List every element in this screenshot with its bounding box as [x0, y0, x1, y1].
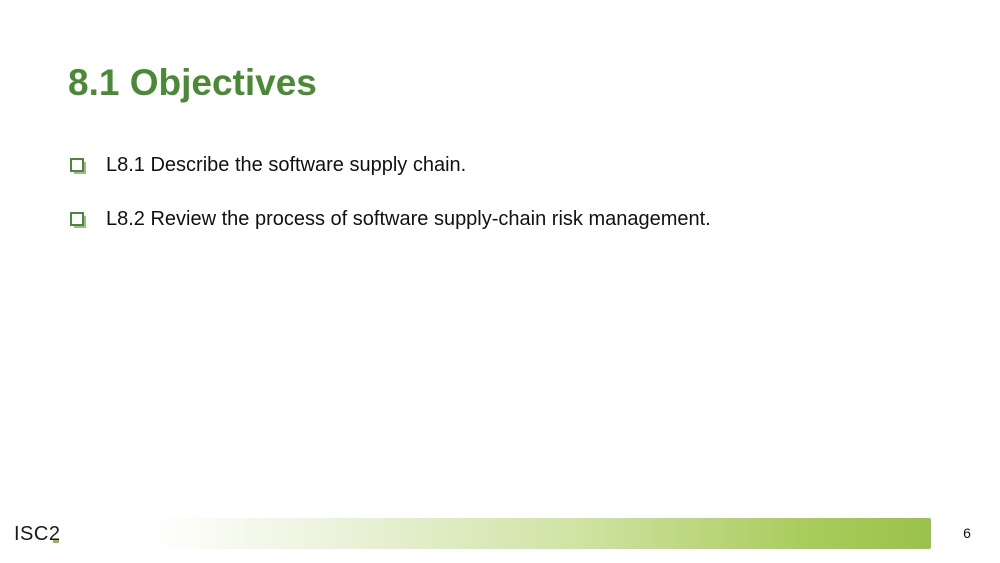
checkbox-icon	[70, 212, 86, 228]
footer-gradient-bar	[152, 518, 931, 549]
objectives-list: L8.1 Describe the software supply chain.…	[70, 150, 711, 258]
slide-title: 8.1 Objectives	[68, 62, 317, 103]
list-item: L8.2 Review the process of software supp…	[70, 204, 711, 234]
logo-accent	[53, 540, 59, 543]
bullet-text: L8.1 Describe the software supply chain.	[106, 153, 467, 176]
checkbox-icon	[70, 158, 86, 174]
page-number: 6	[963, 525, 971, 541]
isc2-logo: ISC2	[14, 523, 61, 545]
bullet-text: L8.2 Review the process of software supp…	[106, 207, 711, 230]
list-item: L8.1 Describe the software supply chain.	[70, 150, 711, 180]
